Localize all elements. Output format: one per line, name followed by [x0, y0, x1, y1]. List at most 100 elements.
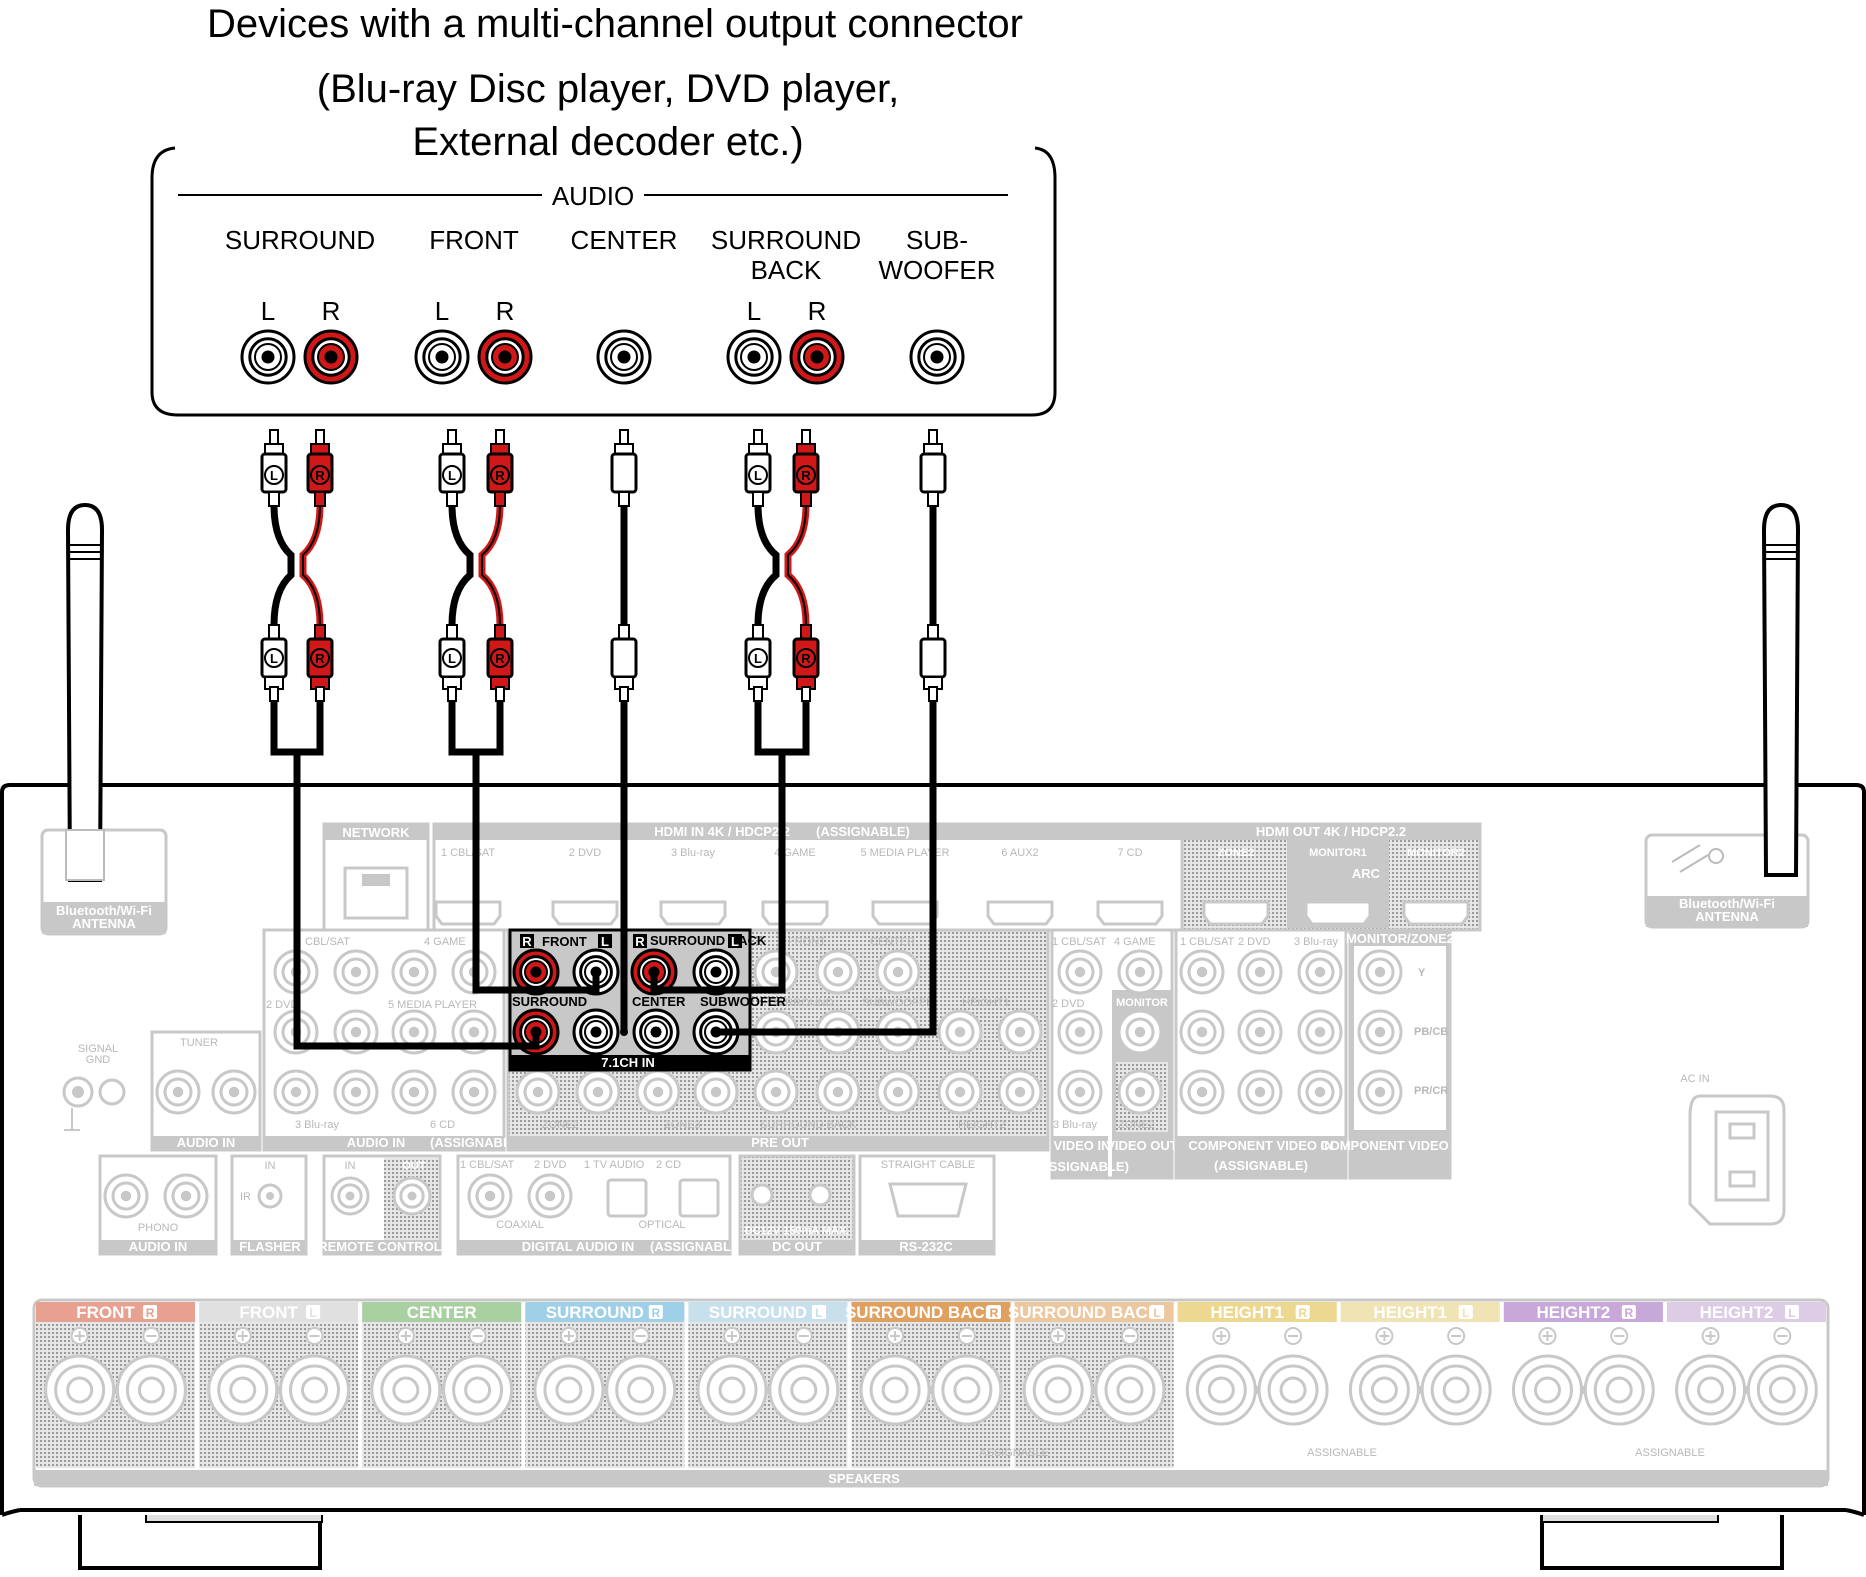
source-jack-1-right[interactable] [303, 329, 359, 385]
ch71-front-r[interactable] [512, 948, 560, 996]
component-in-jack[interactable] [1237, 1009, 1283, 1055]
ch71-center[interactable] [632, 1008, 680, 1056]
dc-out-jack-2[interactable] [808, 1183, 832, 1207]
dc-out-jack-1[interactable] [750, 1183, 774, 1207]
audio-in-jack[interactable] [333, 949, 379, 995]
speaker-terminal-plus[interactable] [1185, 1327, 1257, 1426]
source-jack-1-left[interactable] [240, 329, 296, 385]
component-in-jack[interactable] [1297, 1009, 1343, 1055]
source-jack-3[interactable] [596, 329, 652, 385]
optical-port-1[interactable] [606, 1178, 648, 1218]
pre-out-jack[interactable] [753, 1069, 799, 1115]
component-in-jack[interactable] [1179, 1069, 1225, 1115]
antenna-right[interactable]: Bluetooth/Wi-Fi ANTENNA [1644, 502, 1810, 929]
hdmi-out-port[interactable] [1402, 900, 1470, 926]
phono-jack-l[interactable] [163, 1173, 209, 1219]
pre-out-jack[interactable] [815, 1069, 861, 1115]
audio-in-jack[interactable] [333, 1069, 379, 1115]
speaker-terminal-minus[interactable] [1583, 1327, 1655, 1426]
video-jack[interactable] [1057, 949, 1103, 995]
source-jack-5[interactable] [909, 329, 965, 385]
speaker-side-label: L [309, 1306, 316, 1320]
pre-out-jack[interactable] [815, 949, 861, 995]
remote-out-jack[interactable] [392, 1176, 432, 1216]
audio-in-jack[interactable] [451, 1069, 497, 1115]
source-jack-2-left[interactable] [414, 329, 470, 385]
speaker-terminal-minus[interactable] [442, 1327, 514, 1426]
optical-port-2[interactable] [678, 1178, 720, 1218]
hdmi-out-port[interactable] [1304, 900, 1372, 926]
component-out-jack[interactable] [1357, 1069, 1403, 1115]
speaker-terminal-plus[interactable] [1675, 1327, 1747, 1426]
speaker-terminal-minus[interactable] [279, 1327, 351, 1426]
rs232c-panel: STRAIGHT CABLE RS-232C [858, 1154, 996, 1256]
component-in-jack[interactable] [1179, 949, 1225, 995]
component-out-jack[interactable] [1357, 1009, 1403, 1055]
tuner-jack-r[interactable] [155, 1069, 201, 1115]
video-zone2-out-jack[interactable] [1117, 1069, 1163, 1115]
speaker-terminal-minus[interactable] [115, 1327, 187, 1426]
video-jack[interactable] [1057, 1069, 1103, 1115]
pre-out-jack[interactable] [997, 1069, 1043, 1115]
plug-label: R [495, 651, 505, 666]
speaker-terminal-minus[interactable] [1257, 1327, 1329, 1426]
hdmi-in-port[interactable] [659, 900, 727, 926]
pre-out-jack[interactable] [693, 1069, 739, 1115]
pre-out-jack[interactable] [997, 1009, 1043, 1055]
component-out-jack[interactable] [1357, 949, 1403, 995]
speaker-terminal-minus[interactable] [1746, 1327, 1818, 1426]
hdmi-in-port[interactable] [551, 900, 619, 926]
component-in-jack[interactable] [1237, 949, 1283, 995]
video-jack[interactable] [1117, 949, 1163, 995]
component-in-jack[interactable] [1237, 1069, 1283, 1115]
audio-in-jack[interactable] [391, 949, 437, 995]
hdmi-out-port[interactable] [1202, 900, 1270, 926]
pre-out-jack[interactable] [515, 1069, 561, 1115]
hdmi-in-port[interactable] [986, 900, 1054, 926]
hdmi-in-port[interactable] [1096, 900, 1164, 926]
audio-in-jack[interactable] [273, 1069, 319, 1115]
audio-in-jack[interactable] [391, 1009, 437, 1055]
source-jack-2-right[interactable] [477, 329, 533, 385]
coaxial-jack-2[interactable] [527, 1173, 573, 1219]
ch71-sb-l[interactable] [692, 948, 740, 996]
speaker-terminal-minus[interactable] [1420, 1327, 1492, 1426]
phono-jack-r[interactable] [103, 1173, 149, 1219]
signal-gnd[interactable]: SIGNAL GND [62, 1043, 126, 1131]
component-in-jack[interactable] [1179, 1009, 1225, 1055]
pre-out-jack[interactable] [875, 1069, 921, 1115]
speaker-terminal-minus[interactable] [931, 1327, 1003, 1426]
hdmi-in-port[interactable] [871, 900, 939, 926]
speaker-terminal-plus[interactable] [207, 1327, 279, 1426]
speaker-terminal-plus[interactable] [44, 1327, 116, 1426]
source-jack-4-left[interactable] [726, 329, 782, 385]
network-port[interactable]: NETWORK [322, 822, 430, 932]
component-out-label: MONITOR/ZONE2 [1346, 931, 1454, 946]
pre-out-jack[interactable] [635, 1069, 681, 1115]
speaker-terminal-plus[interactable] [1348, 1327, 1420, 1426]
video-jack[interactable] [1057, 1009, 1103, 1055]
video-monitor-out-jack[interactable] [1117, 1009, 1163, 1055]
speaker-terminal-plus[interactable] [370, 1327, 442, 1426]
rs232c-port[interactable] [888, 1182, 968, 1218]
pre-out-jack[interactable] [875, 949, 921, 995]
ch71-surround-l[interactable] [572, 1008, 620, 1056]
speaker-terminal-plus[interactable] [533, 1327, 605, 1426]
pre-out-jack[interactable] [937, 1069, 983, 1115]
hdmi-in-port[interactable] [434, 900, 502, 926]
speaker-terminal-minus[interactable] [768, 1327, 840, 1426]
hdmi-in-port[interactable] [761, 900, 829, 926]
component-in-jack[interactable] [1297, 949, 1343, 995]
tuner-jack-l[interactable] [211, 1069, 257, 1115]
ac-in[interactable]: AC IN [1680, 1073, 1786, 1226]
coaxial-jack-1[interactable] [467, 1173, 513, 1219]
speaker-terminal-plus[interactable] [859, 1327, 931, 1426]
pre-out-jack[interactable] [575, 1069, 621, 1115]
pre-out-jack[interactable] [937, 1009, 983, 1055]
antenna-left[interactable]: Bluetooth/Wi-Fi ANTENNA [40, 502, 168, 936]
speaker-terminal-minus[interactable] [605, 1327, 677, 1426]
remote-in-jack[interactable] [330, 1176, 370, 1216]
component-in-jack[interactable] [1297, 1069, 1343, 1115]
source-jack-4-right[interactable] [789, 329, 845, 385]
audio-in-jack[interactable] [391, 1069, 437, 1115]
